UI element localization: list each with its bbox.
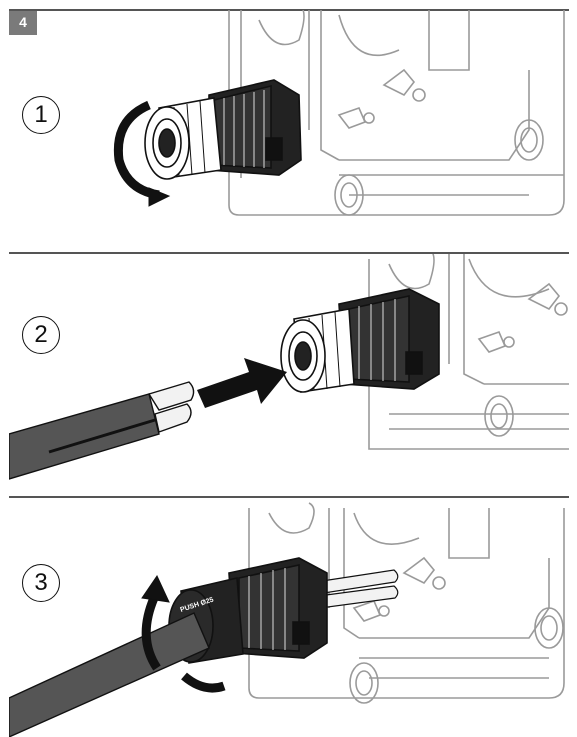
cable-gland — [280, 288, 440, 393]
conductors — [308, 569, 399, 610]
rotate-arrow-icon — [141, 574, 226, 693]
junction-box-housing — [248, 502, 565, 704]
step-3-panel: 3 — [9, 498, 569, 737]
cable-gland — [144, 79, 302, 180]
step-3-number: 3 — [22, 564, 60, 602]
cable — [9, 612, 210, 737]
step-1-number: 1 — [22, 96, 60, 134]
step-3-illustration: PUSH Ø25 — [9, 502, 565, 737]
rotate-arrow-icon — [113, 100, 171, 207]
step-2-panel: 2 — [9, 254, 569, 494]
step-2-number: 2 — [22, 316, 60, 354]
step-1-illustration — [113, 10, 565, 216]
top-divider — [9, 9, 569, 11]
step-2-illustration — [9, 254, 569, 480]
cable — [9, 381, 195, 480]
figure-number-badge: 4 — [9, 9, 37, 35]
step-1-panel: 1 — [9, 10, 569, 250]
insert-arrow-icon — [197, 358, 287, 408]
divider-2 — [9, 496, 569, 498]
divider-1 — [9, 252, 569, 254]
